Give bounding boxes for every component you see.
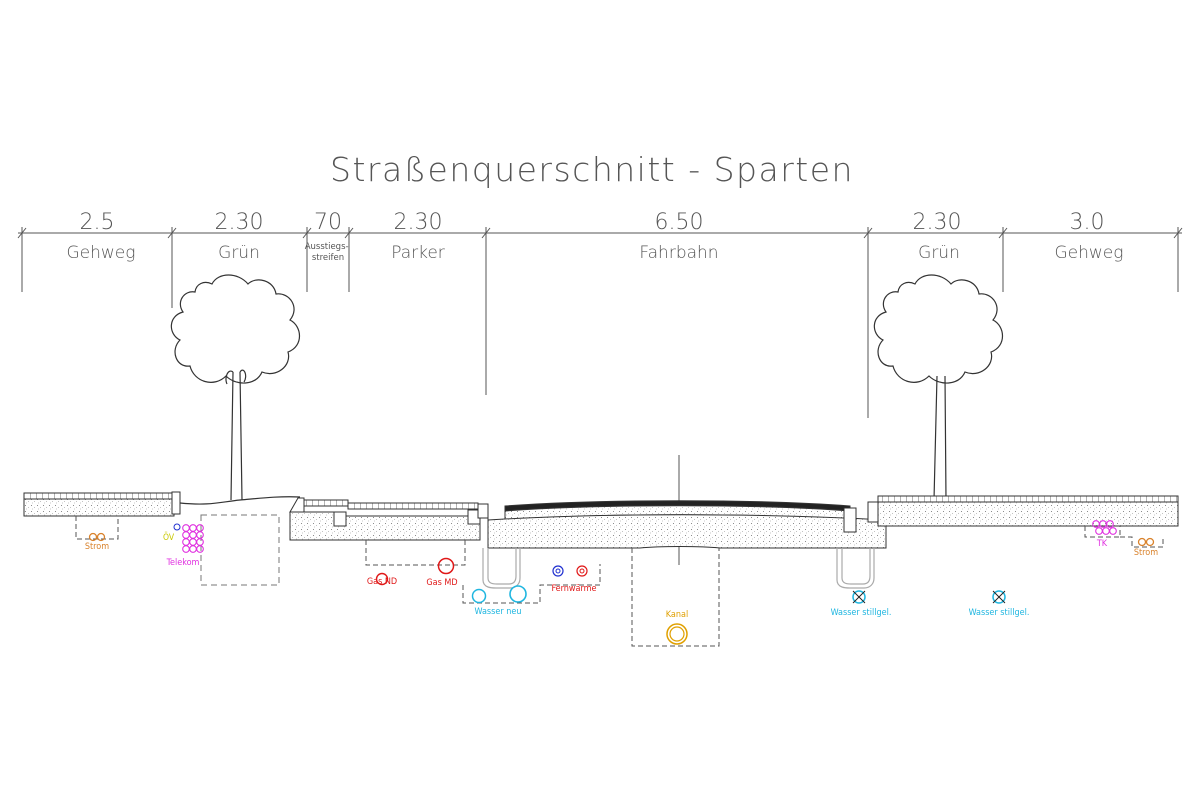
dim-gruen-right: 2.30 <box>913 210 962 235</box>
ausstieg-line2: streifen <box>312 253 344 263</box>
wasser-stillgel-2-label: Wasser stillgel. <box>969 608 1030 618</box>
wasser-stillgel-1: Wasser stillgel. <box>831 590 892 618</box>
wasser-neu-label: Wasser neu <box>475 607 522 617</box>
tree-right-icon <box>873 274 1004 501</box>
strom-left: Strom <box>75 516 119 552</box>
strom-right-label: Strom <box>1134 548 1158 558</box>
dim-gehweg-right: 3.0 <box>1070 210 1105 235</box>
name-gruen-left: Grün <box>218 243 260 263</box>
gas-pipes: Gas ND Gas MD <box>365 540 466 588</box>
wasser-stillgel-1-label: Wasser stillgel. <box>831 608 892 618</box>
sidewalk-right <box>877 495 1179 527</box>
tree-left-icon <box>170 274 301 501</box>
kanal-label: Kanal <box>666 610 688 620</box>
oev-label: ÖV <box>163 532 175 543</box>
name-gehweg-right: Gehweg <box>1055 243 1124 263</box>
name-gruen-right: Grün <box>918 243 960 263</box>
planting-pit-left <box>200 514 280 586</box>
sidewalk-left <box>23 491 181 517</box>
name-gehweg-left: Gehweg <box>67 243 136 263</box>
fernwaerme: Fernwärme <box>551 565 597 594</box>
dimension-line <box>17 227 1183 418</box>
telekom-label: Telekom <box>166 558 200 568</box>
tk-label: TK <box>1096 539 1108 549</box>
green-strip-left <box>179 496 301 505</box>
dim-gruen-left: 2.30 <box>215 210 264 235</box>
dim-ausstieg: 70 <box>314 210 342 235</box>
kanal: Kanal <box>631 548 720 647</box>
parking-section <box>289 497 489 541</box>
wasser-stillgel-2: Wasser stillgel. <box>969 590 1030 618</box>
carriageway <box>487 500 887 549</box>
strom-left-label: Strom <box>85 542 109 552</box>
wasser-neu: Wasser neu <box>462 564 601 617</box>
dim-fahrbahn: 6.50 <box>655 210 704 235</box>
fernwaerme-label: Fernwärme <box>551 584 596 594</box>
name-ausstieg: Ausstiegs- streifen <box>305 242 352 263</box>
telekom-group: ÖV Telekom <box>163 523 204 568</box>
name-fahrbahn: Fahrbahn <box>639 243 718 263</box>
dim-parker: 2.30 <box>394 210 443 235</box>
gas-nd-label: Gas ND <box>367 577 397 587</box>
strom-right: Strom <box>1120 536 1164 558</box>
ausstieg-line1: Ausstiegs- <box>305 242 349 252</box>
dim-gehweg-left: 2.5 <box>80 210 115 235</box>
name-parker: Parker <box>391 243 445 263</box>
gas-md-label: Gas MD <box>426 578 457 588</box>
drain-shaft-left <box>482 548 521 589</box>
drawing-title: Straßenquerschnitt - Sparten <box>330 150 854 189</box>
drain-shaft-right <box>836 548 875 589</box>
tk-group: TK <box>1084 520 1121 549</box>
